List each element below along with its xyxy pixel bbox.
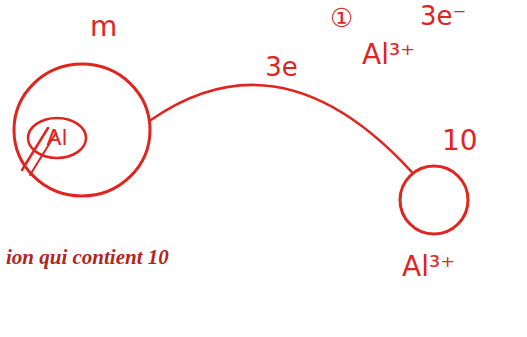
atom-circle: mAl [12, 62, 152, 198]
outline [28, 118, 86, 158]
shape-outline [12, 62, 152, 198]
node-text: Al [46, 126, 67, 150]
ion-circle: 10Al³⁺ [398, 164, 470, 236]
outline [14, 64, 150, 196]
slash-stroke [22, 128, 48, 170]
electron-transfer-arc [151, 85, 411, 172]
step-number: ① [330, 4, 353, 33]
edge-label: 3e [263, 53, 300, 82]
nucleus-ellipse: Al [26, 116, 88, 160]
shape-outline [398, 164, 470, 236]
caption-fragment: ion qui contient 10 [6, 246, 169, 269]
node-text: 10 [442, 126, 478, 157]
ion-formula: Al³⁺ [362, 40, 415, 71]
node-text: Al³⁺ [402, 252, 455, 283]
node-text: m [90, 12, 117, 43]
electron-note: 3e⁻ [420, 2, 466, 31]
outline [400, 166, 468, 234]
